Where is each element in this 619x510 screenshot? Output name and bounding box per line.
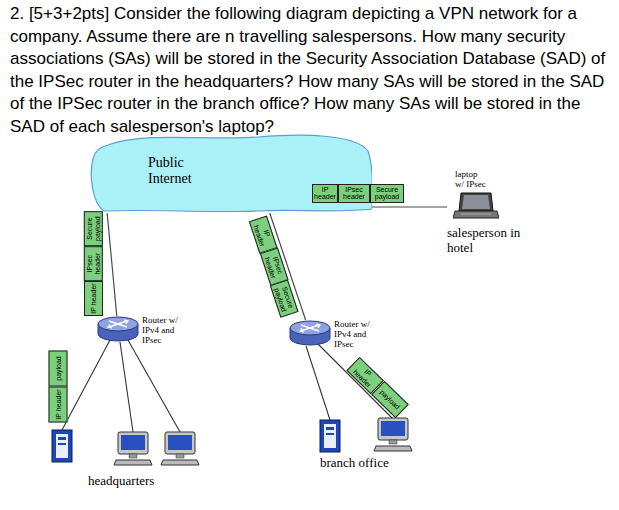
site-label: headquarters (88, 474, 154, 489)
cloud-label: Public Internet (148, 155, 210, 187)
laptop-icon (453, 192, 499, 220)
packet-field: Secure payload (270, 280, 299, 318)
cloud-outline (91, 135, 372, 211)
packet-field: Secure payload (83, 211, 102, 246)
host-label: laptop w/ IPsec (455, 170, 487, 190)
ipsec-router: Router w/ IPv4 and IPsec (288, 320, 384, 350)
field-label: payload (376, 386, 403, 412)
packet-field: IP header (84, 281, 103, 316)
pc-icon (374, 418, 412, 451)
packet-field: IPsec header (338, 184, 370, 203)
lan-wires (62, 340, 392, 432)
field-label: IP header (349, 360, 381, 392)
field-label: IP header (89, 283, 97, 314)
packet-field: IP header (49, 386, 68, 422)
field-label: IPsec header (340, 186, 368, 201)
packet-field: IP header (312, 184, 338, 203)
server-icon (52, 430, 72, 462)
question-text: 2. [5+3+2pts] Consider the following dia… (10, 3, 608, 138)
router-icon (96, 316, 140, 342)
ipsec-router: Router w/ IPv4 and IPsec (96, 316, 192, 346)
network-link (372, 206, 447, 207)
field-label: Secure payload (272, 282, 296, 315)
router-label: Router w/ IPv4 and IPsec (142, 316, 190, 346)
laptop-host: laptop w/ IPsec salesperson in hotel (447, 170, 547, 256)
server-icon (320, 420, 340, 452)
router-label: Router w/ IPv4 and IPsec (334, 320, 382, 350)
pc-icon (114, 432, 152, 465)
packet-field: Secure payload (370, 184, 404, 203)
packet-field: IPsec header (83, 246, 102, 281)
pc-icon (161, 432, 199, 465)
field-label: IPsec header (85, 248, 100, 279)
router-icon (288, 320, 332, 346)
field-label: IP header (54, 388, 62, 420)
location-label: salesperson in hotel (447, 226, 523, 256)
field-label: Secure payload (372, 186, 402, 201)
packet-field: IP header (248, 215, 277, 253)
field-label: payload (54, 352, 62, 384)
field-label: IP header (251, 218, 275, 251)
site-label: branch office (320, 456, 389, 471)
field-label: IP header (314, 186, 336, 201)
packet-field: payload (49, 350, 68, 386)
field-label: IPsec header (262, 250, 286, 283)
network-link (107, 213, 117, 316)
field-label: Secure payload (85, 213, 100, 244)
